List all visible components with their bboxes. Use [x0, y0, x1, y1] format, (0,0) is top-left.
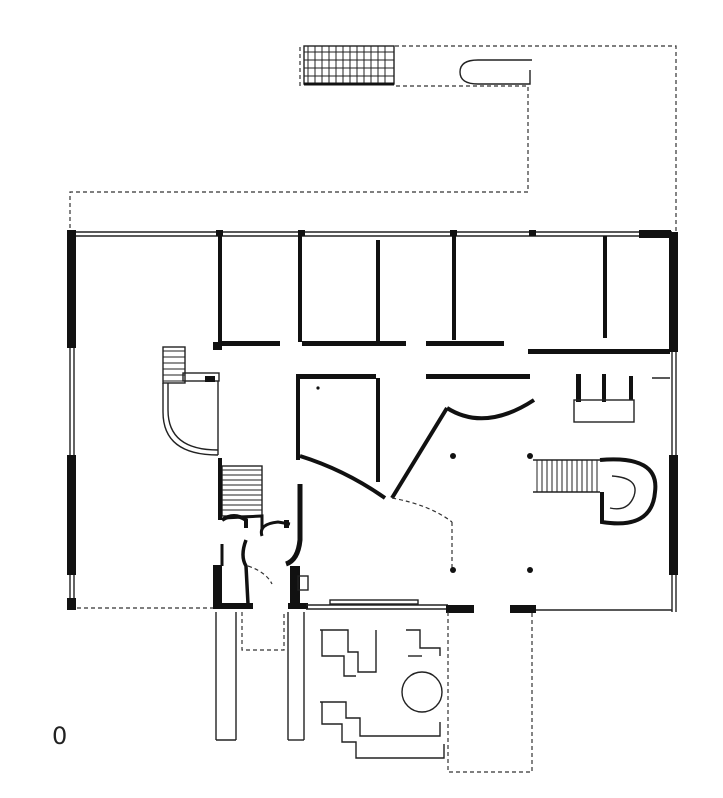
- main-stair: [533, 457, 658, 526]
- exterior-walls: [67, 230, 678, 610]
- garden-features: [215, 612, 533, 773]
- service-unit: [573, 374, 670, 423]
- left-curved-room: [162, 346, 220, 456]
- roof-curved-element: [459, 59, 532, 85]
- curved-walls: [299, 398, 536, 572]
- drawing-label: 0: [52, 722, 68, 750]
- upper-level-outline: [69, 45, 677, 236]
- entrance-area: [213, 458, 309, 609]
- roof-stair: [303, 45, 395, 86]
- partition-walls: [213, 236, 670, 482]
- columns: [316, 386, 533, 573]
- south-facade: [306, 599, 536, 613]
